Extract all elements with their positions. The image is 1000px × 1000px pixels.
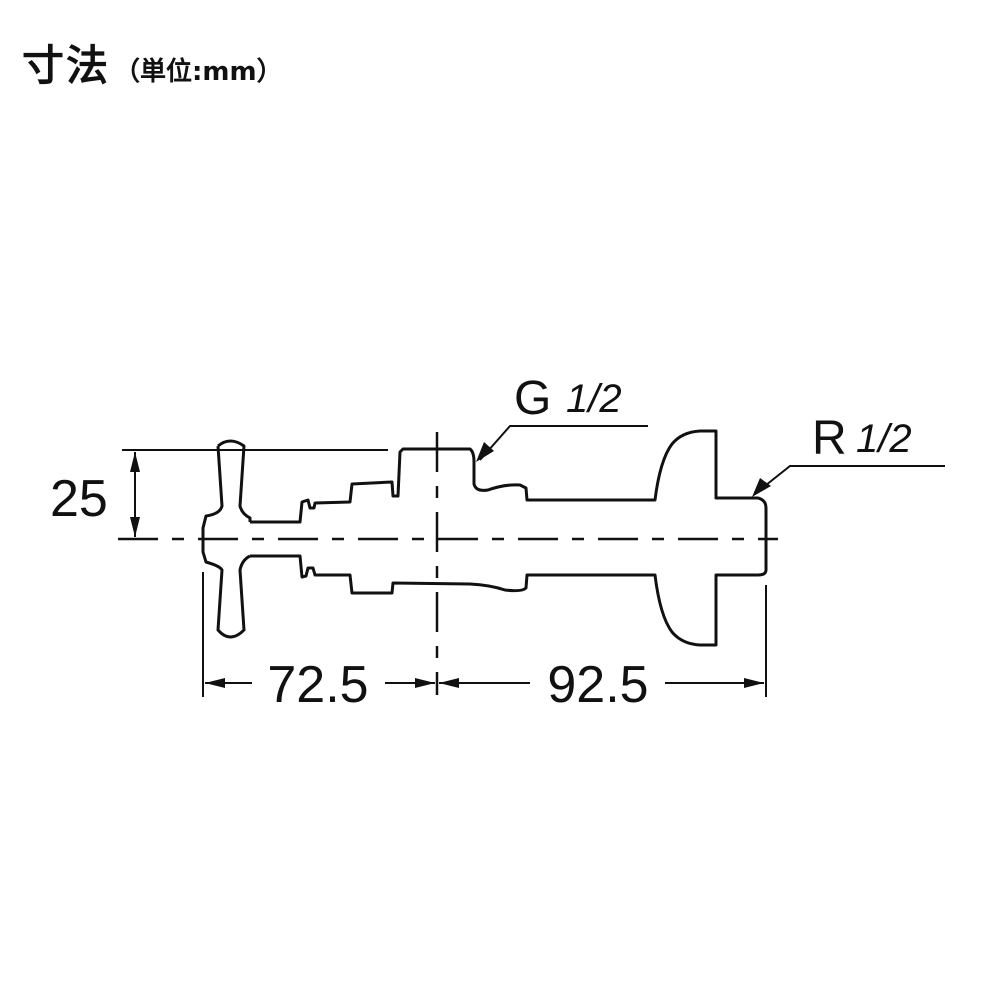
outlet-thread-callout: R 1/2 (752, 412, 945, 497)
inlet-thread-size: 1/2 (566, 377, 622, 421)
inlet-thread-callout: G 1/2 (476, 372, 648, 462)
title-main: 寸法 (22, 41, 111, 90)
body-upper (250, 429, 768, 647)
outlet-thread-letter: R (812, 412, 847, 465)
inlet-thread-letter: G (514, 372, 551, 425)
height-dimension-label: 25 (50, 470, 108, 528)
valve-outline (201, 429, 768, 647)
page-title: 寸法（単位:mm） (22, 32, 283, 93)
left-length-label: 72.5 (267, 656, 368, 714)
right-length-label: 92.5 (547, 656, 648, 714)
length-dimensions: 72.5 92.5 (205, 656, 764, 714)
title-unit: （単位:mm） (114, 57, 283, 87)
height-dimension: 25 (50, 452, 140, 537)
handle-top (201, 439, 252, 639)
outlet-thread-size: 1/2 (856, 417, 912, 461)
